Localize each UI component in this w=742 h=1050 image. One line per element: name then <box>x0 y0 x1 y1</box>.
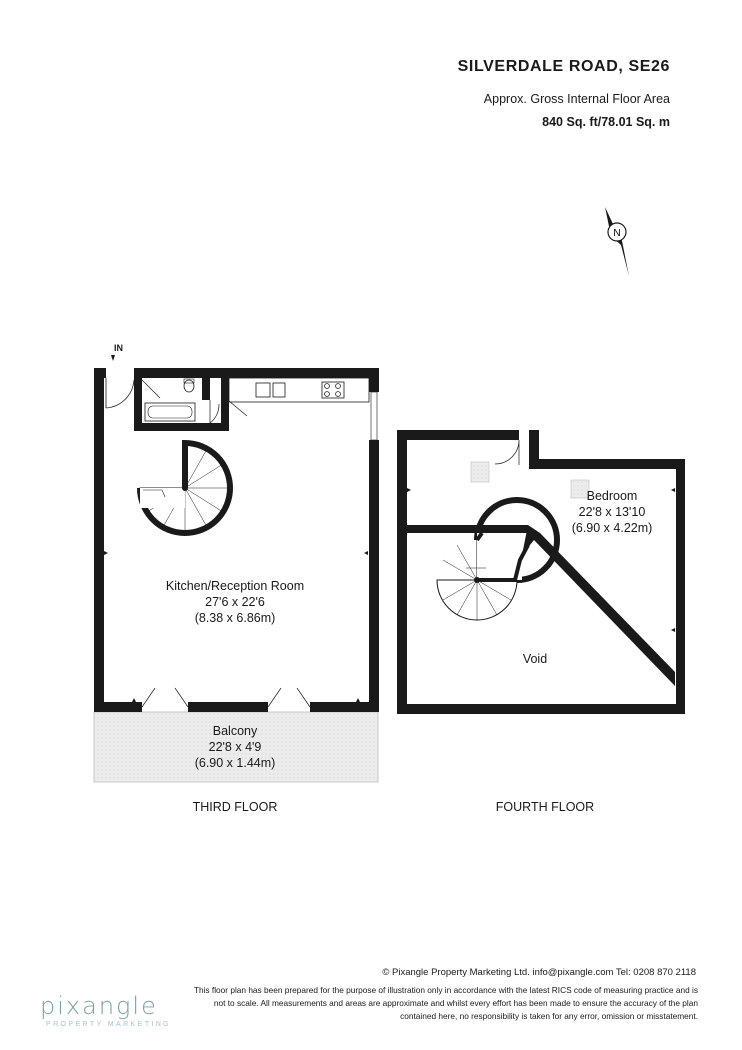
kitchen-door <box>228 400 248 417</box>
room-imperial: 27'6 x 22'6 <box>205 595 265 609</box>
area-value: 840 Sq. ft/78.01 Sq. m <box>542 115 670 129</box>
spiral-staircase <box>137 439 233 536</box>
sink-icon <box>255 382 271 398</box>
entrance-arrow-icon <box>111 355 115 361</box>
balcony-doors <box>141 687 311 708</box>
property-address: SILVERDALE ROAD, SE26 <box>457 58 670 75</box>
void-label: Void <box>522 652 548 666</box>
bath-icon <box>144 402 196 422</box>
kitchen-units <box>228 377 370 403</box>
disclaimer-line: not to scale. All measurements and areas… <box>213 998 698 1008</box>
pixangle-logo-subtitle: PROPERTY MARKETING <box>46 1021 172 1028</box>
skylight <box>570 479 590 499</box>
disclaimer-line: contained here, no responsibility is tak… <box>400 1011 698 1021</box>
room-metric: (8.38 x 6.86m) <box>194 611 276 625</box>
footer-disclaimer: This floor plan has been prepared for th… <box>168 984 698 1023</box>
third-floor-plan <box>93 355 379 783</box>
room-name: Balcony <box>212 724 258 738</box>
compass-icon: N <box>605 207 629 276</box>
room-metric: (6.90 x 4.22m) <box>571 521 653 535</box>
room-metric: (6.90 x 1.44m) <box>194 756 276 770</box>
pixangle-logo: pixangle <box>40 992 158 1020</box>
fourth-floor-plan <box>397 430 685 714</box>
room-imperial: 22'8 x 13'10 <box>578 505 646 519</box>
compass-letter: N <box>613 228 620 239</box>
area-caption: Approx. Gross Internal Floor Area <box>483 92 670 106</box>
skylight <box>470 461 490 483</box>
balcony-label: Balcony 22'8 x 4'9 (6.90 x 1.44m) <box>150 723 320 771</box>
third-floor-title: THIRD FLOOR <box>192 800 278 814</box>
kitchen-reception-label: Kitchen/Reception Room 27'6 x 22'6 (8.38… <box>130 578 340 626</box>
spiral-staircase-upper <box>436 497 560 621</box>
disclaimer-line: This floor plan has been prepared for th… <box>193 985 698 995</box>
room-name: Bedroom <box>586 489 638 503</box>
fourth-floor-walls <box>397 430 685 714</box>
fourth-floor-title: FOURTH FLOOR <box>495 800 595 814</box>
hob-icon <box>321 381 345 399</box>
room-imperial: 22'8 x 4'9 <box>208 740 262 754</box>
toilet-icon <box>183 379 195 393</box>
entrance-door <box>105 378 135 409</box>
third-floor-walls <box>94 368 379 712</box>
room-name: Kitchen/Reception Room <box>165 579 305 593</box>
footer-credit: © Pixangle Property Marketing Ltd. info@… <box>382 967 696 978</box>
entrance-label: IN <box>114 343 123 353</box>
bedroom-label: Bedroom 22'8 x 13'10 (6.90 x 4.22m) <box>552 488 672 536</box>
